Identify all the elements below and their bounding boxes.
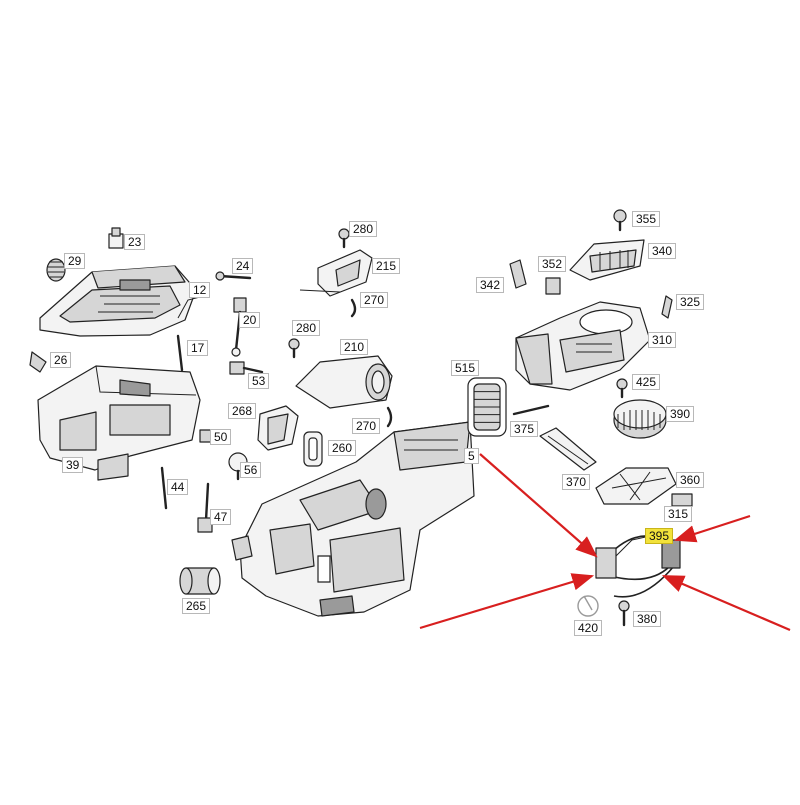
label-part-29: 29 bbox=[64, 253, 86, 269]
label-part-342: 342 bbox=[476, 277, 505, 293]
part-23-switch bbox=[108, 227, 124, 249]
part-310-blower-housing bbox=[515, 301, 651, 391]
label-part-270-mid: 270 bbox=[352, 418, 381, 434]
label-part-270-top: 270 bbox=[360, 292, 389, 308]
part-375-strip bbox=[512, 404, 550, 416]
part-352-plug bbox=[545, 277, 561, 295]
part-26-clip bbox=[29, 351, 47, 373]
label-part-310: 310 bbox=[648, 332, 677, 348]
part-270-clip-top bbox=[350, 298, 357, 318]
label-part-26: 26 bbox=[50, 352, 72, 368]
label-part-17: 17 bbox=[187, 340, 209, 356]
part-260-seal bbox=[303, 431, 323, 467]
label-part-23: 23 bbox=[124, 234, 146, 250]
label-part-39: 39 bbox=[62, 457, 84, 473]
label-part-355: 355 bbox=[632, 211, 661, 227]
part-355-screw bbox=[613, 209, 627, 232]
label-part-260: 260 bbox=[328, 440, 357, 456]
part-268-duct bbox=[257, 405, 299, 451]
label-part-47: 47 bbox=[210, 509, 232, 525]
part-315-connector bbox=[671, 493, 693, 507]
label-part-12: 12 bbox=[189, 282, 211, 298]
label-part-360: 360 bbox=[676, 472, 705, 488]
part-215-vent bbox=[299, 249, 373, 297]
label-part-420: 420 bbox=[574, 620, 603, 636]
part-53-sensor bbox=[229, 361, 264, 375]
label-part-210: 210 bbox=[340, 339, 369, 355]
part-390-blower-fan bbox=[613, 399, 667, 439]
arrow-pointer-4 bbox=[661, 574, 791, 632]
label-part-215: 215 bbox=[372, 258, 401, 274]
red-pointer-arrows bbox=[419, 453, 791, 632]
label-part-268: 268 bbox=[228, 403, 257, 419]
label-part-325: 325 bbox=[676, 294, 705, 310]
label-part-44: 44 bbox=[167, 479, 189, 495]
part-420-wrench bbox=[577, 595, 599, 617]
part-265-roller bbox=[179, 567, 221, 595]
part-380-screw bbox=[618, 600, 630, 627]
part-39-lower-housing bbox=[37, 365, 201, 481]
part-370-frame bbox=[539, 427, 597, 471]
label-part-395-highlighted: 395 bbox=[645, 528, 674, 544]
label-part-370: 370 bbox=[562, 474, 591, 490]
label-part-515: 515 bbox=[451, 360, 480, 376]
part-44-rod bbox=[160, 466, 168, 510]
label-part-280-top: 280 bbox=[349, 221, 378, 237]
label-part-53: 53 bbox=[248, 373, 270, 389]
part-340-grille bbox=[569, 239, 645, 281]
arrow-pointer-3 bbox=[673, 514, 751, 543]
label-part-265: 265 bbox=[182, 598, 211, 614]
label-part-56: 56 bbox=[240, 462, 262, 478]
arrow-pointer-1 bbox=[479, 453, 598, 558]
label-part-375: 375 bbox=[510, 421, 539, 437]
part-24-rod bbox=[215, 271, 252, 281]
part-395-blower-resistor bbox=[595, 535, 681, 598]
label-part-390: 390 bbox=[666, 406, 695, 422]
part-280-screw-top bbox=[338, 228, 350, 249]
part-17-rod bbox=[176, 334, 184, 372]
part-upper-housing bbox=[39, 265, 197, 337]
label-part-315: 315 bbox=[664, 506, 693, 522]
label-part-24: 24 bbox=[232, 258, 254, 274]
label-part-50: 50 bbox=[210, 429, 232, 445]
part-515-filter bbox=[467, 377, 507, 437]
label-part-20: 20 bbox=[239, 312, 261, 328]
part-29-knob bbox=[46, 258, 66, 282]
label-part-340: 340 bbox=[648, 243, 677, 259]
label-part-380: 380 bbox=[633, 611, 662, 627]
label-part-425: 425 bbox=[632, 374, 661, 390]
part-425-screw bbox=[616, 378, 628, 399]
part-47-sensor bbox=[197, 482, 213, 533]
label-part-352: 352 bbox=[538, 256, 567, 272]
label-part-280-mid: 280 bbox=[292, 320, 321, 336]
part-325-clip bbox=[661, 295, 673, 319]
arrow-pointer-2 bbox=[419, 573, 595, 630]
label-part-5: 5 bbox=[464, 448, 479, 464]
part-342-bracket bbox=[509, 259, 527, 289]
part-270-clip-mid bbox=[386, 406, 393, 428]
part-210-duct bbox=[295, 355, 393, 409]
part-360-cover bbox=[595, 467, 677, 505]
part-280-screw-mid bbox=[288, 338, 300, 359]
